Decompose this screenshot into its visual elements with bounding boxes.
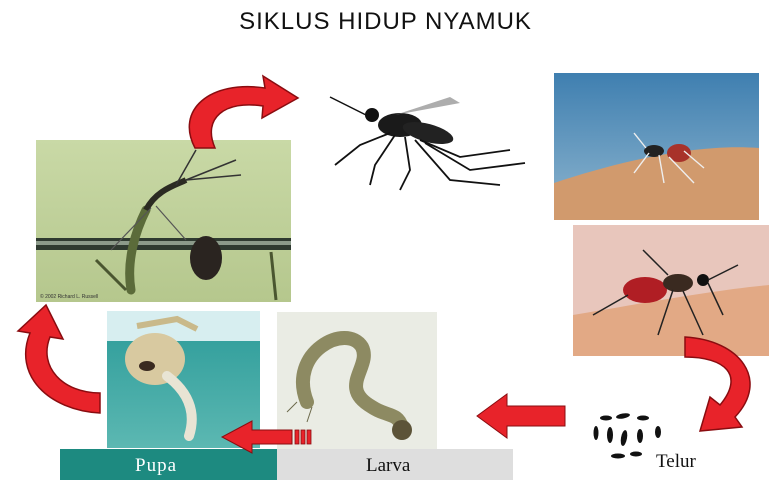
biting-mosquito-photo — [554, 73, 759, 220]
straight-arrow-icon-larva-pupa — [222, 420, 312, 454]
pupa-label: Pupa — [135, 455, 177, 477]
curved-arrow-icon-top — [170, 70, 300, 150]
photo-credit: © 2002 Richard L. Russell — [40, 293, 98, 300]
emerging-adult-photo: © 2002 Richard L. Russell — [36, 140, 291, 302]
curved-arrow-icon-right — [680, 335, 765, 435]
curved-arrow-icon-left — [8, 305, 103, 415]
larva-label: Larva — [366, 455, 410, 477]
telur-label: Telur — [656, 451, 696, 473]
straight-arrow-icon-telur-larva — [477, 392, 565, 440]
adult-mosquito-image — [300, 85, 535, 195]
diagram-title: SIKLUS HIDUP NYAMUK — [0, 8, 771, 36]
